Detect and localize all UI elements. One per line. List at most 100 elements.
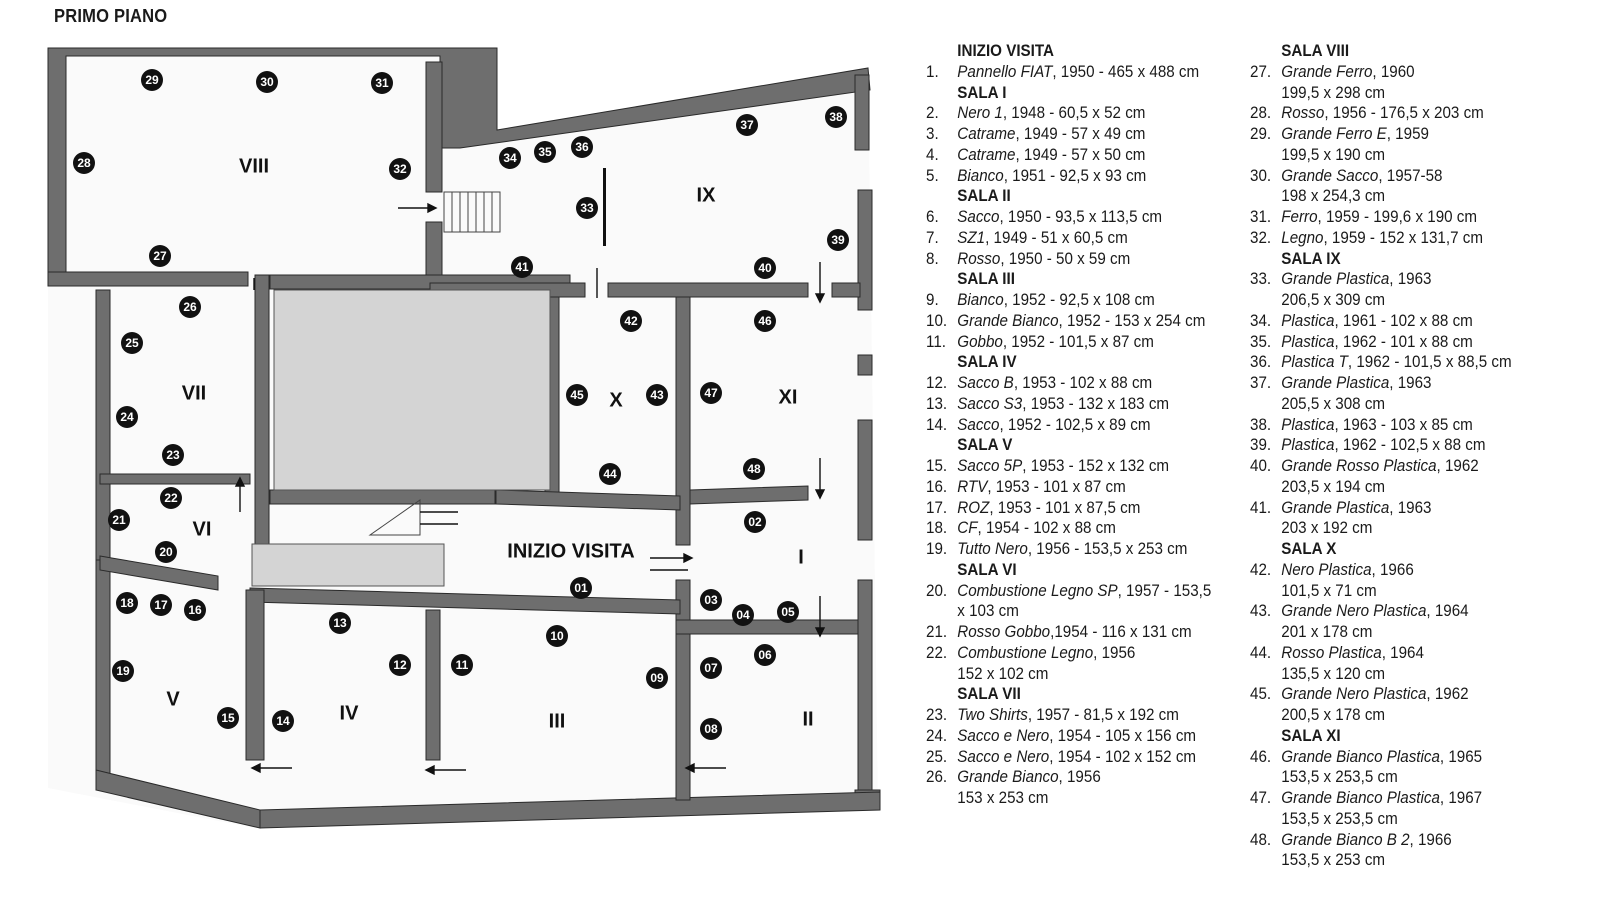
marker-16: 16 (184, 599, 206, 621)
marker-37: 37 (736, 114, 758, 136)
svg-text:13: 13 (333, 616, 347, 630)
svg-text:02: 02 (748, 515, 762, 529)
legend-entry: 2.Nero 1, 1948 - 60,5 x 52 cm (926, 104, 1146, 123)
svg-text:24: 24 (120, 410, 134, 424)
marker-41: 41 (511, 256, 533, 278)
room-label-III: III (549, 710, 566, 732)
legend-section: SALA IX (1281, 249, 1341, 268)
marker-22: 22 (160, 487, 182, 509)
legend-section: SALA V (957, 436, 1013, 455)
svg-text:34: 34 (503, 151, 517, 165)
legend-entry: 36.Plastica T, 1962 - 101,5 x 88,5 cm (1250, 353, 1512, 372)
svg-text:36: 36 (575, 140, 589, 154)
direction-arrows (234, 202, 826, 776)
marker-15: 15 (217, 707, 239, 729)
floor-plan: INIZIO VISITA I II III IV V VI VII VIII … (47, 47, 881, 829)
svg-text:48: 48 (747, 462, 761, 476)
svg-text:33: 33 (580, 201, 594, 215)
svg-text:03: 03 (704, 593, 718, 607)
legend-entry: 15.Sacco 5P, 1953 - 152 x 132 cm (926, 457, 1170, 475)
legend-entry: 24.Sacco e Nero, 1954 - 105 x 156 cm (926, 726, 1197, 745)
legend-section: SALA VIII (1281, 42, 1350, 60)
marker-18: 18 (116, 592, 138, 614)
legend-entry: 7.SZ1, 1949 - 51 x 60,5 cm (926, 228, 1128, 247)
svg-text:39: 39 (831, 233, 845, 247)
legend-entry: 3.Catrame, 1949 - 57 x 49 cm (926, 125, 1146, 143)
staircase-icon (368, 191, 501, 536)
room-label-IX: IX (697, 184, 717, 206)
marker-19: 19 (112, 660, 134, 682)
svg-text:30: 30 (260, 75, 274, 89)
marker-11: 11 (451, 654, 473, 676)
legend-entry: 19.Tutto Nero, 1956 - 153,5 x 253 cm (926, 540, 1188, 558)
marker-35: 35 (534, 141, 556, 163)
legend-entry: 23.Two Shirts, 1957 - 81,5 x 192 cm (926, 706, 1179, 724)
marker-28: 28 (73, 152, 95, 174)
svg-text:06: 06 (758, 648, 772, 662)
svg-text:10: 10 (550, 629, 564, 643)
marker-29: 29 (141, 69, 163, 91)
marker-02: 02 (744, 511, 766, 533)
room-label-VI: VI (193, 518, 212, 540)
svg-text:41: 41 (515, 260, 529, 274)
marker-44: 44 (599, 463, 621, 485)
marker-23: 23 (162, 444, 184, 466)
marker-42: 42 (620, 310, 642, 332)
marker-05: 05 (777, 601, 799, 623)
legend-entry: 1.Pannello FIAT, 1950 - 465 x 488 cm (926, 62, 1200, 81)
room-label-II: II (802, 708, 813, 730)
svg-text:01: 01 (574, 581, 588, 595)
marker-34: 34 (499, 147, 521, 169)
marker-31: 31 (371, 72, 393, 94)
svg-text:26: 26 (183, 300, 197, 314)
marker-47: 47 (700, 382, 722, 404)
svg-text:14: 14 (276, 714, 290, 728)
marker-04: 04 (732, 604, 754, 626)
marker-38: 38 (825, 106, 847, 128)
legend-entry: 6.Sacco, 1950 - 93,5 x 113,5 cm (926, 208, 1163, 226)
legend-entry: 28.Rosso, 1956 - 176,5 x 203 cm (1250, 104, 1484, 123)
marker-03: 03 (700, 589, 722, 611)
marker-36: 36 (571, 136, 593, 158)
room-label-I: I (798, 546, 804, 568)
legend-section: INIZIO VISITA (957, 42, 1054, 60)
courtyard (273, 289, 551, 491)
legend-entry: 21.Rosso Gobbo,1954 - 116 x 131 cm (926, 623, 1192, 641)
marker-45: 45 (566, 384, 588, 406)
service-block (251, 543, 445, 587)
svg-text:45: 45 (570, 388, 584, 402)
marker-08: 08 (700, 718, 722, 740)
marker-21: 21 (108, 509, 130, 531)
legend-column-1: INIZIO VISITA 1.Pannello FIAT, 1950 - 465… (926, 41, 1256, 809)
legend-entry: 12.Sacco B, 1953 - 102 x 88 cm (926, 374, 1153, 392)
legend-section: SALA XI (1281, 726, 1341, 745)
svg-text:29: 29 (145, 73, 159, 87)
legend-entry: 38.Plastica, 1963 - 103 x 85 cm (1250, 415, 1473, 434)
room-label-V: V (166, 688, 180, 710)
room-label-X: X (609, 389, 623, 411)
room-label-XI: XI (779, 386, 798, 408)
legend-entry: 18.CF, 1954 - 102 x 88 cm (926, 519, 1116, 538)
marker-14: 14 (272, 710, 294, 732)
legend-entry: 17.ROZ, 1953 - 101 x 87,5 cm (926, 498, 1141, 517)
svg-text:38: 38 (829, 110, 843, 124)
marker-30: 30 (256, 71, 278, 93)
legend-entry: 14.Sacco, 1952 - 102,5 x 89 cm (926, 415, 1151, 434)
divider-panel (603, 168, 606, 246)
marker-01: 01 (570, 577, 592, 599)
marker-33: 33 (576, 197, 598, 219)
legend-section: SALA I (957, 83, 1007, 102)
room-label-VII: VII (182, 382, 206, 404)
svg-text:42: 42 (624, 314, 638, 328)
marker-12: 12 (389, 654, 411, 676)
